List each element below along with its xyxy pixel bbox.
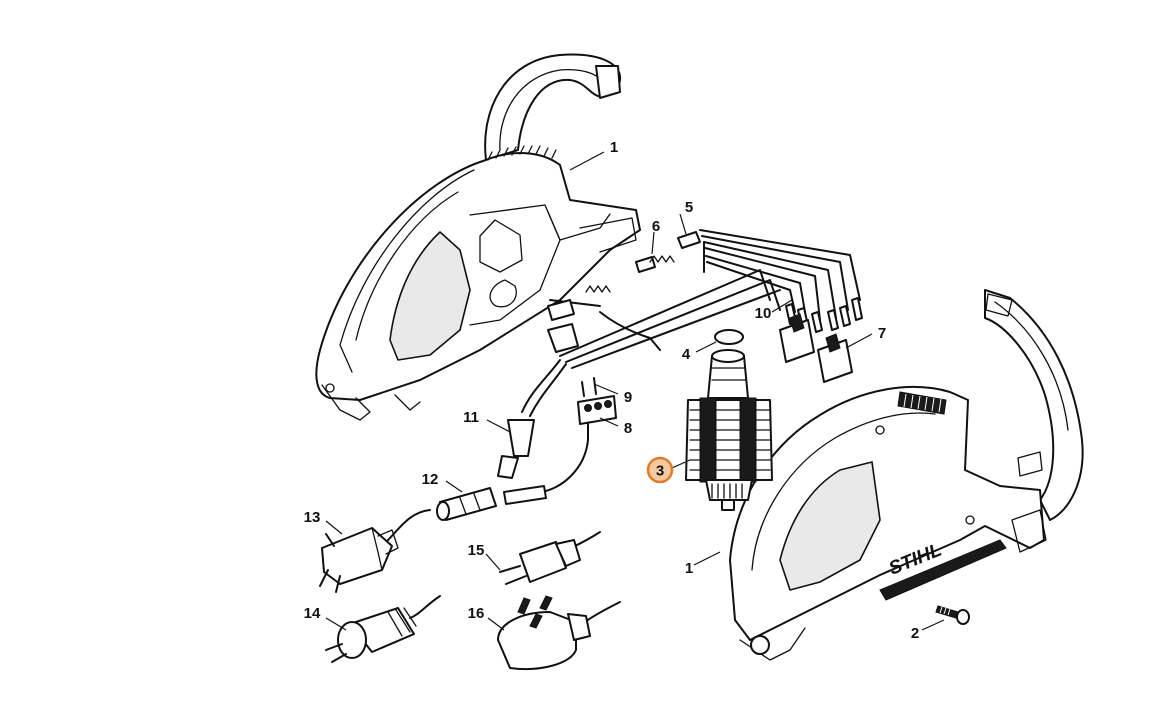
wiring-harness	[547, 229, 863, 369]
screw	[935, 605, 970, 625]
callout-7[interactable]: 7	[878, 325, 886, 342]
callout-13[interactable]: 13	[304, 509, 321, 526]
callout-6[interactable]: 6	[652, 218, 660, 235]
strain-relief	[436, 487, 497, 521]
plug-uk	[497, 595, 621, 670]
callout-15[interactable]: 15	[468, 542, 485, 559]
callout-14[interactable]: 14	[304, 605, 321, 622]
plug-eu-flat	[499, 531, 601, 585]
callout-11[interactable]: 11	[463, 409, 479, 426]
highlight-ring	[646, 456, 674, 484]
brush-spring	[585, 255, 675, 293]
callout-10[interactable]: 10	[755, 305, 772, 322]
housing-half-left	[315, 53, 641, 421]
leader-lines	[325, 151, 945, 631]
callout-1-housing-right[interactable]: 1	[685, 560, 693, 577]
carbon-brush	[635, 231, 701, 273]
callout-5[interactable]: 5	[685, 199, 693, 216]
o-ring	[714, 329, 744, 345]
housing-half-right: STIHL	[729, 289, 1084, 661]
callout-labels: 1 5 6 10 7 4 9 8 11 3 12 13 15 1 14 16 2	[304, 139, 920, 642]
switch	[779, 313, 853, 383]
callout-1-housing-left[interactable]: 1	[610, 139, 618, 156]
callout-3[interactable]: 3	[656, 463, 664, 480]
callout-4[interactable]: 4	[682, 346, 691, 363]
callout-3-highlighted[interactable]: 3	[646, 456, 674, 484]
callout-8[interactable]: 8	[624, 420, 632, 437]
armature	[685, 349, 773, 511]
plug-schuko	[325, 595, 441, 663]
cable	[497, 359, 589, 505]
callout-2[interactable]: 2	[911, 625, 919, 642]
callout-16[interactable]: 16	[468, 605, 485, 622]
plug-au	[319, 509, 431, 593]
terminal-block	[577, 377, 617, 441]
callout-12[interactable]: 12	[422, 471, 439, 488]
callout-9[interactable]: 9	[624, 389, 632, 406]
